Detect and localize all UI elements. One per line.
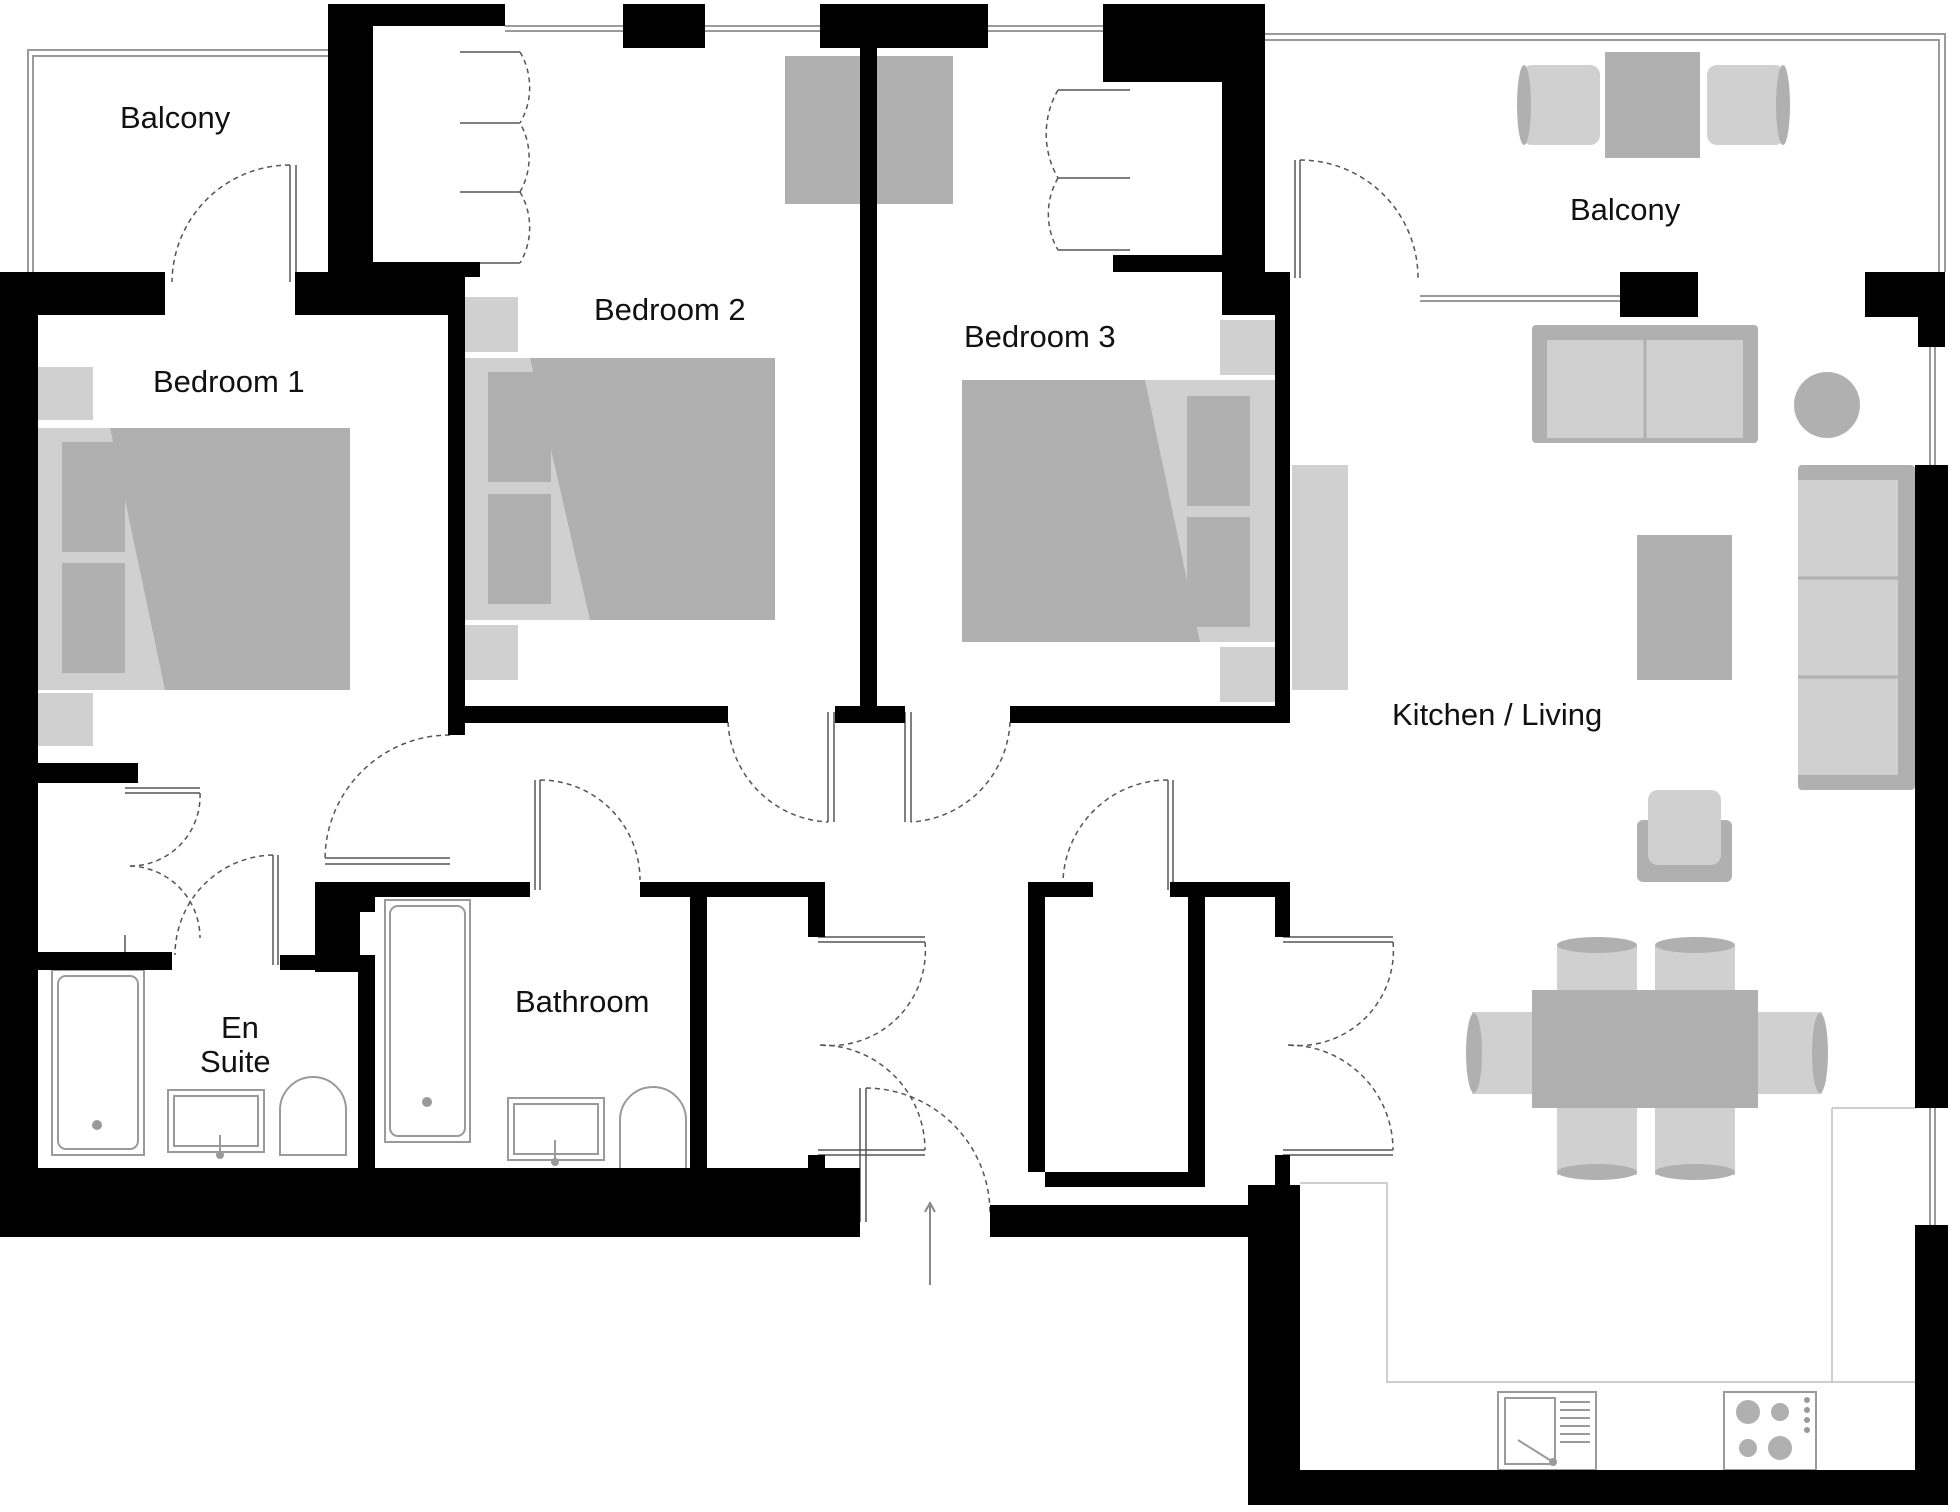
label-balcony-right: Balcony [1570,192,1681,227]
doors [124,51,1419,1222]
furniture [35,52,1916,1471]
label-bathroom: Bathroom [515,984,649,1019]
label-en-suite-line2: Suite [200,1044,271,1079]
armchair [1637,790,1732,882]
sofa-right [1798,465,1915,790]
kitchen-sink [1497,1391,1597,1471]
sofa-top [1532,325,1758,443]
label-bedroom-1: Bedroom 1 [153,364,305,399]
label-balcony-left: Balcony [120,100,231,135]
kitchen-counter [1300,1107,1916,1383]
side-table [1794,372,1860,438]
label-en-suite-line1: En [221,1010,259,1045]
label-bedroom-2: Bedroom 2 [594,292,746,327]
label-bedroom-3: Bedroom 3 [964,319,1116,354]
label-kitchen-living: Kitchen / Living [1392,697,1602,732]
coffee-table [1637,535,1732,680]
room-labels: Balcony Balcony Bedroom 1 Bedroom 2 Bedr… [120,100,1681,1079]
balcony-railings [27,25,1946,1225]
kitchen-hob [1723,1391,1817,1471]
dining-set [1466,937,1828,1180]
walls [0,4,1948,1505]
balcony-table-set [1517,52,1790,158]
bed-bedroom-3 [962,320,1276,702]
bed-bedroom-1 [35,367,350,746]
bed-bedroom-2 [462,297,775,680]
entrance-arrow-icon [924,1200,936,1285]
desk [1292,465,1348,690]
